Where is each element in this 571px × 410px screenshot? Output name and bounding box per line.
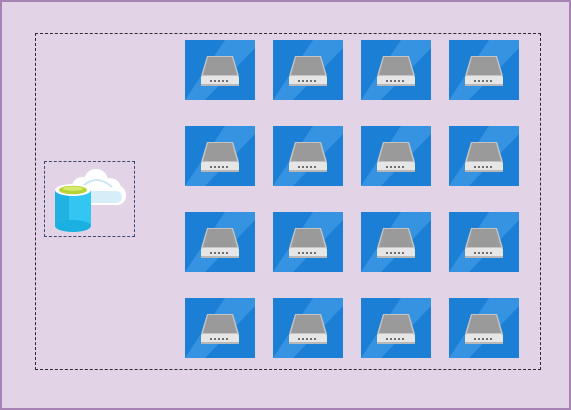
hard-drive-icon (289, 56, 327, 86)
hard-drive-icon (201, 314, 239, 344)
managed-disk-icon (185, 126, 255, 186)
managed-disk-icon (273, 212, 343, 272)
managed-disk-icon (449, 298, 519, 358)
managed-disk-icon (361, 298, 431, 358)
managed-disk-icon (185, 212, 255, 272)
managed-disk-icon (449, 212, 519, 272)
managed-disk-icon (273, 40, 343, 100)
hard-drive-icon (201, 56, 239, 86)
database-group-boundary (44, 161, 135, 237)
hard-drive-icon (201, 228, 239, 258)
managed-disk-icon (185, 40, 255, 100)
hard-drive-icon (377, 142, 415, 172)
managed-disk-icon (361, 40, 431, 100)
hard-drive-icon (377, 228, 415, 258)
hard-drive-icon (377, 314, 415, 344)
hard-drive-icon (289, 228, 327, 258)
managed-disk-icon (449, 40, 519, 100)
hard-drive-icon (465, 56, 503, 86)
sql-database-cloud-icon (52, 165, 130, 233)
managed-disk-icon (185, 298, 255, 358)
hard-drive-icon (289, 314, 327, 344)
managed-disk-icon (361, 212, 431, 272)
database-cylinder-icon (55, 184, 91, 232)
managed-disks-grid (185, 40, 521, 358)
managed-disk-icon (361, 126, 431, 186)
hard-drive-icon (201, 142, 239, 172)
resource-group-boundary (35, 33, 541, 370)
hard-drive-icon (465, 228, 503, 258)
managed-disk-icon (273, 126, 343, 186)
hard-drive-icon (289, 142, 327, 172)
managed-disk-icon (449, 126, 519, 186)
hard-drive-icon (465, 314, 503, 344)
hard-drive-icon (377, 56, 415, 86)
managed-disk-icon (273, 298, 343, 358)
hard-drive-icon (465, 142, 503, 172)
